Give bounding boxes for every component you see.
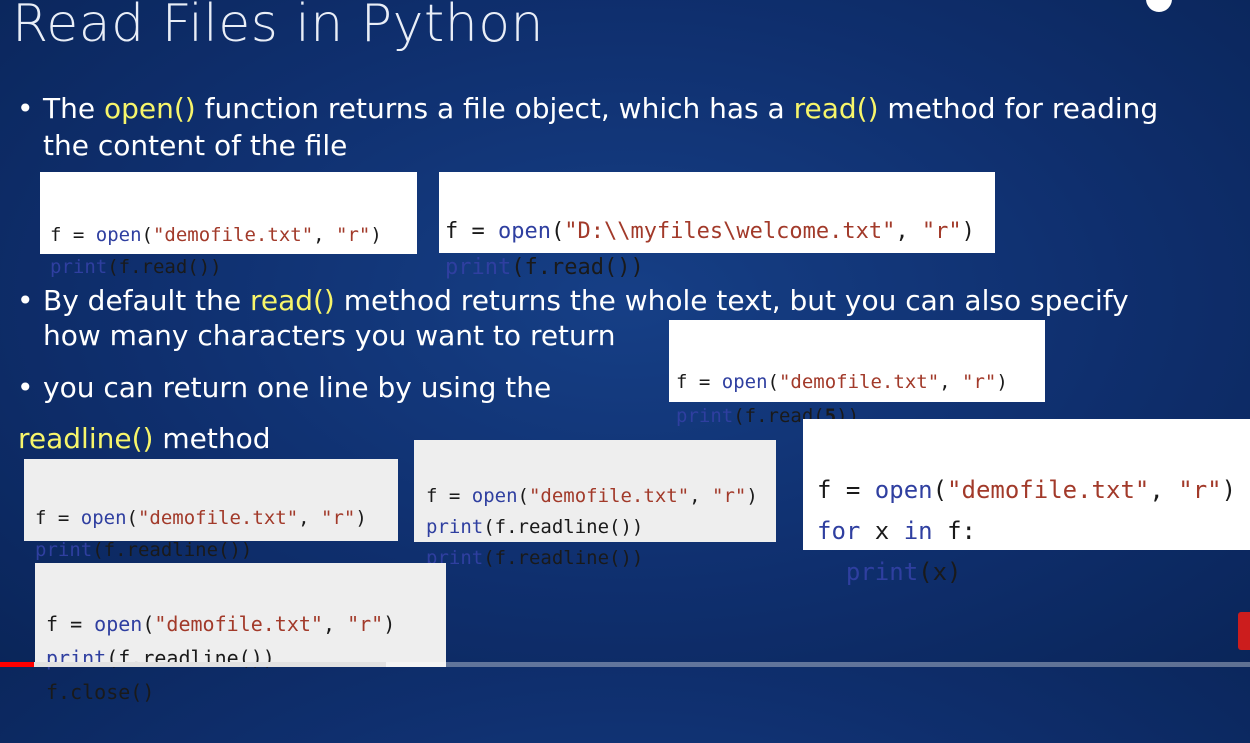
played-bar [0, 662, 34, 667]
code-block-readline: f = open("demofile.txt", "r") print(f.rea… [24, 459, 398, 561]
video-progress-bar[interactable] [0, 662, 1250, 667]
buffered-bar [0, 662, 387, 667]
code-block-close: f = open("demofile.txt", "r") print(f.rea… [35, 563, 446, 704]
slide-title: Read Files in Python [12, 0, 545, 54]
bullet-marker: • [17, 92, 34, 125]
bullet-marker: • [17, 284, 34, 317]
bullet2-post: method returns the whole text, but you c… [334, 284, 1129, 317]
code-line: f = open("demofile.txt", "r") [46, 612, 396, 636]
bullet2-line2: how many characters you want to return [43, 319, 616, 352]
bullet3-text: you can return one line by using the [43, 371, 552, 404]
code-block-read: f = open("demofile.txt", "r") print(f.rea… [40, 172, 417, 278]
code-block-read-chars: f = open("demofile.txt", "r")print(f.rea… [669, 320, 1045, 427]
code-block-readline-twice: f = open("demofile.txt", "r") print(f.rea… [414, 440, 776, 569]
bullet1-mid: function returns a file object, which ha… [195, 92, 794, 125]
subscribe-button[interactable] [1238, 612, 1250, 650]
code-line: f.close() [46, 680, 155, 704]
code-line: for x in f: [817, 517, 976, 545]
channel-avatar-icon[interactable] [1146, 0, 1172, 12]
code-line: f = open("demofile.txt", "r") [676, 371, 1008, 393]
bullet-open-read: • The open() function returns a file obje… [17, 90, 1159, 127]
bullet1-pre: The [43, 92, 104, 125]
bullet-default-read: • By default the read() method returns th… [17, 282, 1129, 319]
bullet2-pre: By default the [43, 284, 250, 317]
code-line: print(f.readline()) [426, 547, 644, 569]
bullet-readline: • you can return one line by using the [17, 369, 552, 406]
bullet1-line2: the content of the file [43, 129, 348, 162]
code-line: f = open("D:\\myfiles\welcome.txt", "r") [445, 219, 975, 244]
code-line: print(x) [845, 558, 962, 586]
bullet1-post: method for reading [878, 92, 1159, 125]
code-block-loop-lines: f = open("demofile.txt", "r") for x in f:… [803, 419, 1250, 586]
code-line: print(f.read()) [50, 256, 222, 278]
bullet1-read-keyword: read() [793, 92, 879, 125]
bullet1-open-keyword: open() [103, 92, 196, 125]
code-line: print(f.read()) [445, 255, 644, 280]
bullet3-line2: readline() method [18, 420, 270, 457]
code-line: f = open("demofile.txt", "r") [35, 507, 367, 529]
code-line: print(f.readline()) [35, 539, 253, 561]
bullet3-post: method [153, 422, 271, 455]
code-line: print(f.readline()) [426, 516, 644, 538]
bullet-marker: • [17, 371, 34, 404]
code-block-read-path: f = open("D:\\myfiles\welcome.txt", "r")… [439, 172, 995, 280]
bullet2-read-keyword: read() [249, 284, 335, 317]
bullet3-readline-keyword: readline() [18, 422, 154, 455]
code-line: f = open("demofile.txt", "r") [50, 224, 382, 246]
code-line: f = open("demofile.txt", "r") [426, 485, 758, 507]
code-line: f = open("demofile.txt", "r") [817, 476, 1237, 504]
code-line: print(f.readline()) [46, 646, 275, 670]
